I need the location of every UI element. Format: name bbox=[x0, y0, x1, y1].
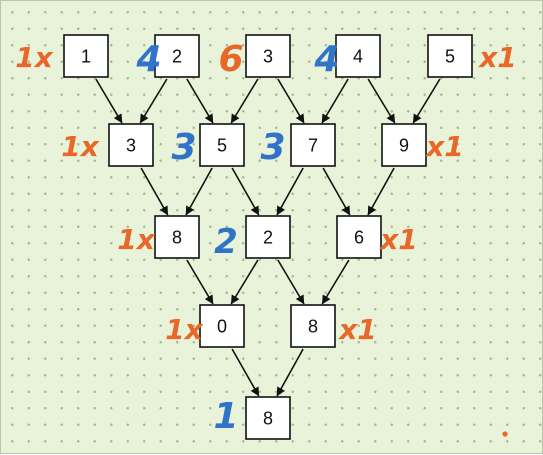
number-box-value: 3 bbox=[126, 136, 136, 156]
arrow bbox=[186, 78, 214, 124]
number-box: 6 bbox=[336, 215, 382, 259]
arrow bbox=[140, 167, 169, 216]
arrow bbox=[277, 78, 305, 124]
number-box-value: 4 bbox=[353, 47, 363, 67]
number-box: 2 bbox=[245, 215, 291, 259]
handwritten-annotation: 1x bbox=[117, 223, 155, 256]
handwritten-annotation: x1 bbox=[378, 223, 418, 256]
handwritten-annotation: 6 bbox=[218, 39, 243, 80]
arrow bbox=[276, 167, 304, 216]
handwritten-annotation: 3 bbox=[260, 127, 285, 168]
number-box-value: 0 bbox=[217, 317, 227, 337]
handwritten-annotation: 1 bbox=[213, 396, 238, 437]
handwritten-annotation: 4 bbox=[135, 39, 161, 80]
arrow bbox=[367, 167, 395, 216]
number-box-value: 2 bbox=[263, 228, 273, 248]
number-box-value: 2 bbox=[172, 47, 182, 67]
number-box: 0 bbox=[199, 304, 245, 348]
arrow bbox=[321, 78, 349, 124]
arrow bbox=[95, 78, 123, 124]
number-box: 7 bbox=[290, 123, 336, 167]
number-box-value: 5 bbox=[217, 136, 227, 156]
handwritten-annotation: x1 bbox=[477, 41, 517, 74]
number-box: 8 bbox=[154, 215, 200, 259]
arrow bbox=[322, 167, 351, 216]
handwritten-annotation: 1x bbox=[165, 313, 203, 346]
arrow bbox=[185, 167, 213, 216]
number-box: 9 bbox=[381, 123, 427, 167]
handwritten-annotation: 1x bbox=[15, 41, 53, 74]
handwritten-annotation: x1 bbox=[424, 130, 464, 163]
arrow bbox=[231, 348, 260, 397]
arrow bbox=[231, 167, 260, 216]
number-box: 5 bbox=[199, 123, 245, 167]
arrow bbox=[412, 78, 441, 124]
number-box: 2 bbox=[154, 34, 200, 78]
number-box-value: 7 bbox=[308, 136, 318, 156]
pen-dot bbox=[502, 431, 508, 437]
number-box-value: 6 bbox=[354, 228, 364, 248]
handwritten-annotation: 1x bbox=[61, 130, 99, 163]
arrow bbox=[276, 348, 304, 397]
handwritten-annotation: 4 bbox=[313, 39, 339, 80]
handwritten-annotation: 3 bbox=[171, 127, 196, 168]
number-box-value: 8 bbox=[308, 317, 318, 337]
number-box: 5 bbox=[427, 34, 473, 78]
arrow bbox=[139, 78, 168, 124]
arrow bbox=[367, 78, 396, 124]
number-box-value: 8 bbox=[263, 409, 273, 429]
number-box: 3 bbox=[245, 34, 291, 78]
number-box: 1 bbox=[63, 34, 109, 78]
arrow bbox=[321, 259, 350, 305]
number-box-value: 1 bbox=[81, 47, 91, 67]
number-box-value: 3 bbox=[263, 47, 273, 67]
number-box-value: 9 bbox=[399, 136, 409, 156]
number-box: 8 bbox=[245, 396, 291, 440]
number-box: 3 bbox=[108, 123, 154, 167]
number-box-value: 8 bbox=[172, 228, 182, 248]
number-box-value: 5 bbox=[445, 47, 455, 67]
arrow bbox=[277, 259, 305, 305]
handwritten-annotation: x1 bbox=[337, 313, 377, 346]
handwritten-annotation: 2 bbox=[214, 222, 238, 262]
arrow bbox=[230, 78, 259, 124]
arrow bbox=[230, 259, 259, 305]
number-box: 4 bbox=[335, 34, 381, 78]
arrow bbox=[186, 259, 214, 305]
number-box: 8 bbox=[290, 304, 336, 348]
